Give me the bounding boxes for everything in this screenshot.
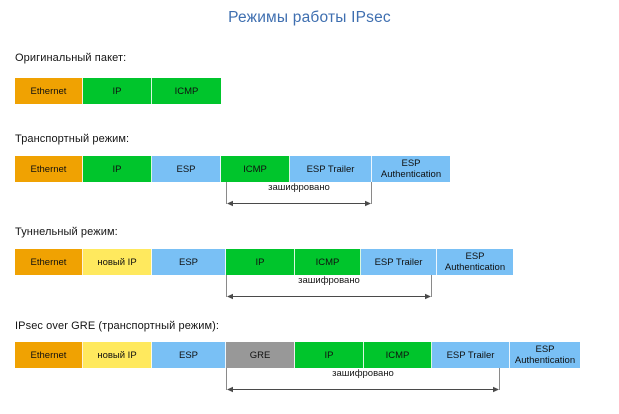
encrypted-bracket-gre: зашифровано [226,368,500,394]
packet-row-original: Ethernet IP ICMP [15,78,221,104]
packet-block-gre: GRE [226,342,295,368]
encrypted-bracket-label: зашифровано [332,368,394,379]
packet-block-esp: ESP [152,342,226,368]
packet-block-icmp: ICMP [152,78,221,104]
encrypted-bracket-arrow-icon [226,182,372,207]
packet-block-ip: IP [295,342,364,368]
encrypted-bracket-transport: зашифровано [226,182,372,208]
section-label-tunnel-mode: Туннельный режим: [15,226,118,238]
encrypted-bracket-label: зашифровано [268,182,330,193]
packet-block-ethernet: Ethernet [15,78,83,104]
packet-block-esp-authentication: ESP Authentication [437,249,513,275]
packet-block-ethernet: Ethernet [15,156,83,182]
packet-row-transport: Ethernet IP ESP ICMP ESP Trailer ESP Aut… [15,156,450,182]
packet-block-ethernet: Ethernet [15,342,83,368]
packet-block-esp-trailer: ESP Trailer [432,342,510,368]
packet-block-icmp: ICMP [295,249,361,275]
section-label-ipsec-over-gre: IPsec over GRE (транспортный режим): [15,320,220,332]
packet-block-icmp: ICMP [221,156,290,182]
packet-block-esp-trailer: ESP Trailer [290,156,372,182]
packet-block-esp-trailer: ESP Trailer [361,249,437,275]
encrypted-bracket-tunnel: зашифровано [226,275,432,301]
packet-block-new-ip: новый IP [83,342,152,368]
packet-block-esp: ESP [152,249,226,275]
packet-block-icmp: ICMP [364,342,432,368]
packet-row-tunnel: Ethernet новый IP ESP IP ICMP ESP Traile… [15,249,513,275]
encrypted-bracket-arrow-icon [226,275,432,300]
section-label-transport-mode: Транспортный режим: [15,133,130,145]
encrypted-bracket-arrow-icon [226,368,500,393]
section-label-original-packet: Оригинальный пакет: [15,52,127,64]
packet-block-esp-authentication: ESP Authentication [372,156,450,182]
packet-block-ip: IP [83,156,152,182]
page-title: Режимы работы IPsec [228,9,391,26]
packet-block-new-ip: новый IP [83,249,152,275]
packet-block-ip: IP [226,249,295,275]
encrypted-bracket-label: зашифровано [298,275,360,286]
packet-block-esp-authentication: ESP Authentication [510,342,580,368]
packet-block-ip: IP [83,78,152,104]
packet-block-esp: ESP [152,156,221,182]
packet-row-ipsec-over-gre: Ethernet новый IP ESP GRE IP ICMP ESP Tr… [15,342,580,368]
packet-block-ethernet: Ethernet [15,249,83,275]
